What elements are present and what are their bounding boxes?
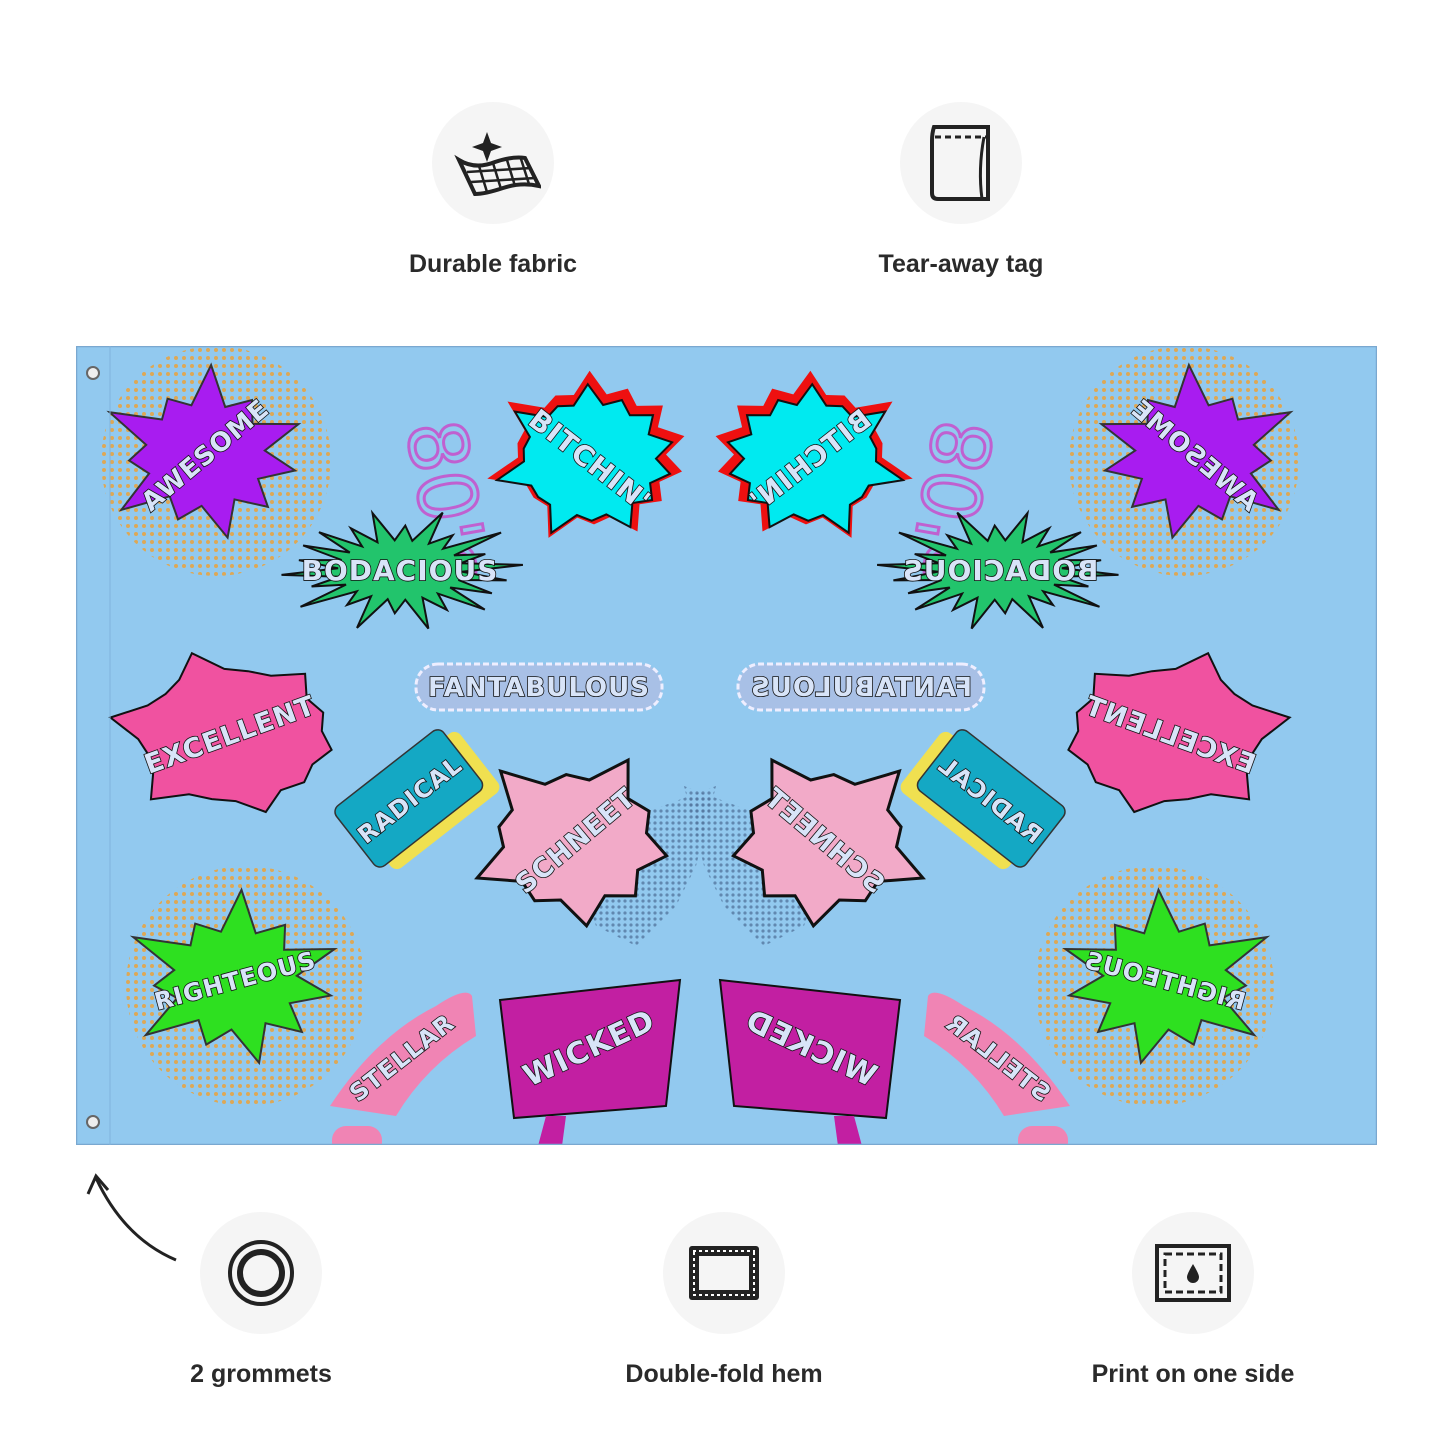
feature-label: 2 grommets <box>190 1360 332 1388</box>
hem-icon <box>663 1212 785 1334</box>
feature-label: Double-fold hem <box>625 1360 823 1388</box>
stellar-ribbon <box>330 992 476 1116</box>
radical-panel <box>334 729 484 868</box>
feature-durable-fabric: Durable fabric <box>343 102 643 279</box>
flag-artwork: AWESOME 80's BITCHIN' BODACIOUS FANTABUL… <box>76 346 1377 1145</box>
wicked-panel <box>498 978 682 1120</box>
awesome-burst <box>106 362 302 540</box>
bitchin-burst <box>494 382 674 535</box>
feature-print: Print on one side <box>1043 1212 1343 1389</box>
tag-icon <box>900 102 1022 224</box>
bodacious-burst <box>281 509 524 630</box>
grommet-icon <box>200 1212 322 1334</box>
schneet-burst <box>474 757 670 929</box>
feature-tear-away-tag: Tear-away tag <box>811 102 1111 279</box>
feature-label: Durable fabric <box>408 250 578 278</box>
grommet <box>86 366 100 380</box>
word-bodacious: BODACIOUS <box>302 554 499 587</box>
righteous-burst <box>129 887 338 1066</box>
grommet <box>86 1115 100 1129</box>
feature-grommets: 2 grommets <box>111 1212 411 1389</box>
feature-label: Print on one side <box>1091 1360 1295 1388</box>
fantabulous-pill <box>414 662 664 712</box>
print-drop-icon <box>1132 1212 1254 1334</box>
word-fantabulous: FANTABULOUS <box>428 673 650 703</box>
feature-hem: Double-fold hem <box>574 1212 874 1389</box>
feature-label: Tear-away tag <box>878 250 1044 278</box>
fabric-sparkle-icon <box>432 102 554 224</box>
arrow-icon <box>86 1173 177 1262</box>
